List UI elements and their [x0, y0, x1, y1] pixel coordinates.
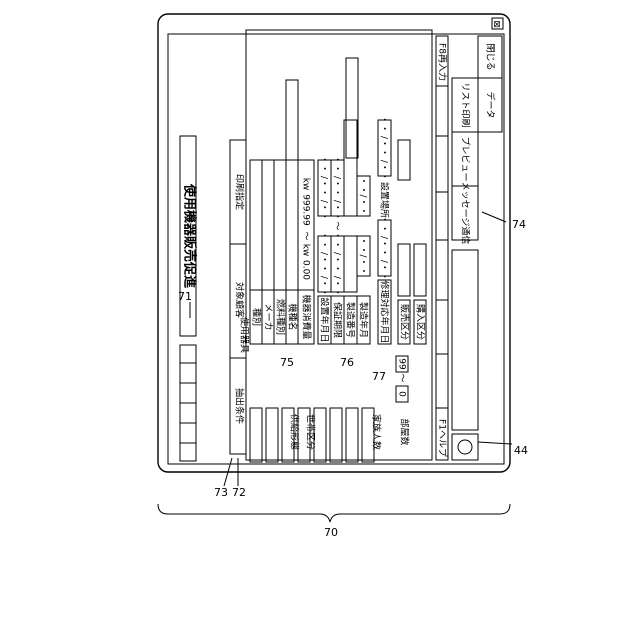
- equip-row-fuel: 燃料種別: [275, 299, 287, 335]
- message-button-label: メッセージ通信: [460, 182, 472, 245]
- household-label: 世帯区分: [305, 414, 317, 450]
- window-title: 使用機器販売促進: [182, 183, 198, 288]
- install-date-from-mask: ・・ /・・ /・・: [319, 231, 329, 297]
- ref-70: 70: [324, 526, 338, 539]
- ref-71: 71: [178, 290, 192, 303]
- sale-type-label: 販売区分: [399, 304, 411, 340]
- family-label: 家族人数: [371, 414, 383, 450]
- brace-70: [158, 504, 510, 522]
- rooms-sep: ～: [397, 373, 407, 382]
- purchase-type-label: 購入区分: [415, 304, 427, 340]
- rooms-from: 0: [397, 391, 407, 397]
- ref-77: 77: [372, 370, 386, 383]
- serial-label: 製造番号: [345, 302, 357, 338]
- reinput-button[interactable]: F8再入力: [437, 43, 449, 81]
- ref-76: 76: [340, 356, 354, 369]
- date-sep: ～: [332, 221, 342, 230]
- install-place-label: 設置場所: [379, 182, 391, 218]
- rooms-to: 99: [397, 358, 407, 370]
- mfg-month-to-mask: ・・/・・: [358, 176, 368, 215]
- equip-group-label: 使用器具: [239, 317, 251, 353]
- preview-button-label: プレビュー: [460, 136, 471, 181]
- rooms-label: 部屋数: [399, 418, 411, 445]
- mfg-month-label: 製造年月: [358, 302, 370, 338]
- warranty-from-mask: ・・ /・・ /・・: [332, 231, 342, 297]
- equip-row-consumption: 機器消費量: [301, 294, 313, 339]
- kw-unit-2: kw: [301, 178, 311, 191]
- kw-from: 0.00: [301, 260, 311, 280]
- equip-row-model: 機種名: [287, 303, 299, 330]
- ref-75: 75: [280, 356, 294, 369]
- ref-44: 44: [514, 444, 528, 457]
- equip-row-type: 種別: [251, 308, 262, 326]
- mfg-month-from-mask: ・・/・・: [358, 236, 368, 275]
- kw-to: 999.99: [301, 194, 311, 226]
- install-date-label: 設置年月日: [319, 297, 331, 342]
- kw-unit-1: kw: [301, 244, 311, 257]
- maintenance-to-mask: ・・ /・・ /・・: [379, 115, 389, 181]
- maintenance-label: 修理対応年月日: [379, 280, 391, 343]
- list-print-button-label: リスト印刷: [460, 82, 472, 127]
- data-button-label: データ: [485, 91, 497, 118]
- tab-target-label: 対象顧客: [234, 282, 246, 318]
- tab-print-label: 印刷指定: [234, 174, 246, 210]
- close-button-label: 閉じる: [485, 43, 496, 70]
- install-date-to-mask: ・・ /・・ /・・: [319, 155, 329, 221]
- maintenance-from-mask: ・・ /・・ /・・: [379, 215, 389, 281]
- warranty-to-mask: ・・ /・・ /・・: [332, 155, 342, 221]
- kw-sep: ～: [301, 231, 311, 240]
- ref-72: 72: [232, 486, 246, 499]
- close-icon[interactable]: ⊠: [493, 20, 501, 30]
- ref-73: 73: [214, 486, 228, 499]
- warranty-label: 保証期限: [332, 302, 344, 338]
- tab-extract-label: 抽出条件: [234, 388, 246, 424]
- equip-row-maker: メーカ: [263, 303, 274, 330]
- ref-74: 74: [512, 218, 526, 231]
- help-button[interactable]: F1ヘルプ: [437, 419, 448, 457]
- supply-type-label: 供給形態: [289, 414, 301, 450]
